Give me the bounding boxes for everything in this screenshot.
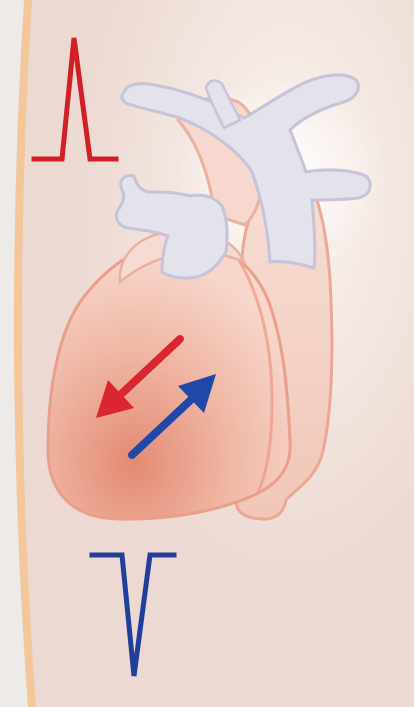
heart-diagram — [0, 0, 414, 707]
diagram-canvas — [0, 0, 414, 707]
